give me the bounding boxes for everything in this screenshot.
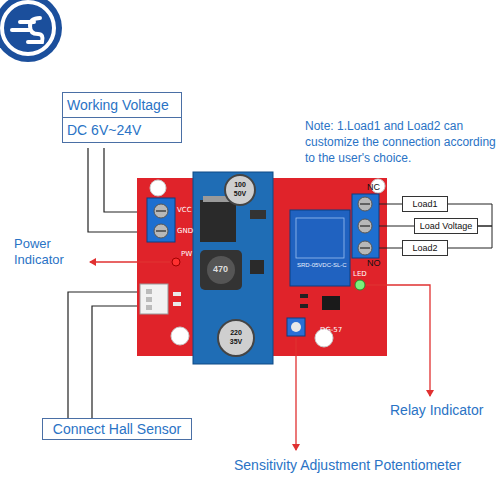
load-wire — [379, 204, 402, 205]
relay-led — [355, 280, 365, 290]
pin-name: NC — [367, 182, 380, 192]
logo-disc — [0, 0, 62, 62]
box-text: Load2 — [403, 241, 447, 255]
screw-slot — [156, 230, 166, 232]
silkscreen-text: DG-57 — [320, 326, 342, 334]
terminal-block — [147, 198, 175, 242]
smd-part — [173, 292, 181, 296]
inductor-value: 470 — [213, 264, 228, 274]
screw-slot — [156, 210, 166, 212]
sensor-box: Connect Hall Sensor — [42, 418, 192, 440]
inductor — [200, 250, 242, 290]
connector-pin — [146, 305, 152, 310]
relay-marking: SRD-05VDC-SL-C — [297, 262, 347, 268]
capacitor — [225, 175, 255, 205]
buck-module — [193, 172, 273, 364]
pot-knob — [291, 322, 301, 332]
load-box: Load Voltage — [414, 218, 478, 234]
callout-label: Relay Indicator — [390, 402, 483, 419]
box-text: Load1 — [403, 197, 447, 211]
inductor-core — [207, 256, 235, 284]
capacitor-value: 100 — [230, 181, 250, 189]
hall-wire — [68, 292, 142, 418]
connector-pin — [146, 289, 152, 294]
callout-label: Sensitivity Adjustment Potentiometer — [234, 457, 461, 474]
jst-connector — [140, 284, 168, 314]
logo-ring — [2, 2, 54, 54]
silkscreen-text: LED — [353, 270, 367, 278]
load-box: Load1 — [402, 196, 448, 212]
leader-arrow — [90, 261, 170, 262]
screw-slot — [360, 247, 370, 249]
load-box: Load2 — [402, 240, 448, 256]
regulator-ic — [200, 200, 236, 242]
potentiometer — [287, 318, 305, 336]
smd-part — [300, 304, 308, 308]
box-text: Connect Hall Sensor — [43, 419, 191, 439]
leader-arrow — [366, 285, 430, 396]
diode — [250, 260, 264, 274]
relay-marking — [296, 218, 344, 258]
terminal-screw — [154, 224, 168, 238]
voltage-box: Working VoltageDC 6V~24V — [62, 92, 182, 143]
mount-hole — [171, 327, 189, 345]
box-text: DC 6V~24V — [63, 118, 181, 142]
terminal-screw — [154, 204, 168, 218]
terminal-screw — [358, 219, 372, 233]
capacitor — [218, 320, 254, 356]
hall-wire — [92, 306, 142, 418]
terminal-block — [352, 194, 379, 258]
capacitor-value: 220 — [226, 329, 246, 337]
screw-slot — [360, 203, 370, 205]
ic-chip — [322, 296, 340, 310]
capacitor-value: 50V — [230, 190, 250, 198]
smd-part — [250, 210, 266, 219]
relay — [290, 210, 350, 286]
silkscreen-text: GND — [177, 227, 193, 235]
note-text: Note: 1.Load1 and Load2 can customize th… — [305, 118, 500, 166]
power-led — [172, 258, 180, 266]
box-text: Load Voltage — [415, 219, 477, 233]
screw-slot — [360, 225, 370, 227]
callout-label: Power Indicator — [14, 236, 86, 268]
leader-arrow — [295, 338, 296, 450]
load-wire — [379, 226, 414, 227]
terminal-screw — [358, 197, 372, 211]
smd-part — [300, 294, 308, 298]
smd-part — [173, 302, 181, 306]
box-text: Working Voltage — [63, 93, 181, 118]
silkscreen-text: PW — [181, 250, 192, 258]
load-wire — [379, 248, 402, 249]
pin-name: NO — [367, 258, 381, 268]
capacitor-value: 35V — [226, 338, 246, 346]
logo-mark — [12, 18, 43, 42]
silkscreen-text: VCC — [177, 206, 192, 214]
connector-pin — [146, 297, 152, 302]
mount-hole — [150, 180, 166, 196]
terminal-screw — [358, 241, 372, 255]
